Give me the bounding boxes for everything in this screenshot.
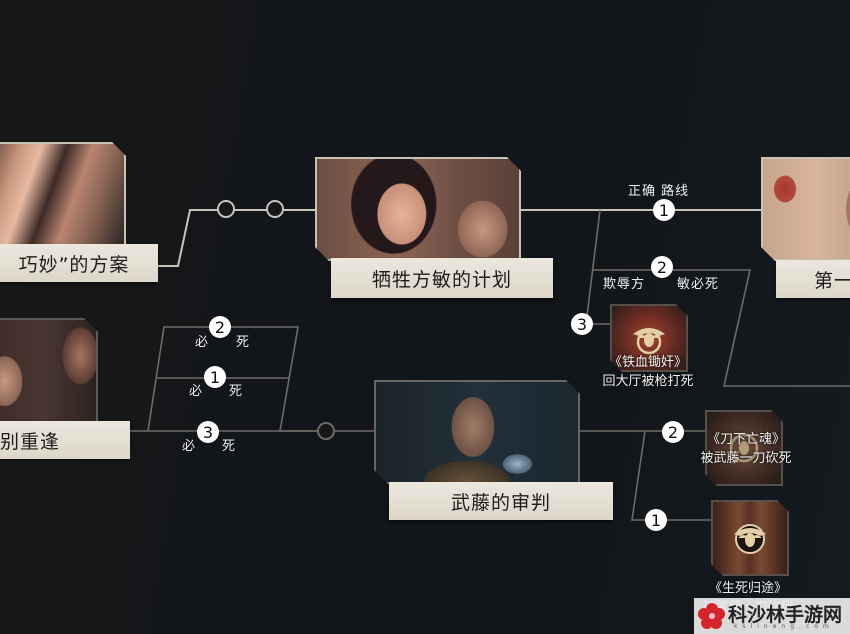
branch-label-must-left: 必 — [189, 384, 204, 399]
branch-label-die-right: 死 — [222, 439, 237, 454]
reunion-caption: 别重逢 — [0, 421, 130, 459]
ending-tiexue-title: 《铁血锄奸》 — [608, 355, 687, 370]
branch-label-die-right: 死 — [229, 384, 244, 399]
sacrifice-plan-caption: 牺牲方敏的计划 — [331, 258, 553, 298]
ending-daoxia-desc: 被武藤一刀砍死 — [700, 451, 792, 466]
ending-tiexue-desc: 回大厅被枪打死 — [602, 374, 694, 389]
branch-label-die-right: 死 — [236, 335, 251, 350]
branch-label-must-left: 必 — [182, 439, 197, 454]
reunion-thumbnail — [0, 318, 98, 424]
chapter-first-thumbnail — [761, 157, 850, 261]
branch-label-must-left: 必 — [195, 335, 210, 350]
branch-label-correct-route: 正确 路线 — [628, 184, 690, 199]
watermark-domain: kslineng.com — [734, 623, 834, 630]
choice-badge-1[interactable]: 1 — [653, 199, 675, 221]
choice-badge-1[interactable]: 1 — [204, 366, 226, 388]
sacrifice-plan-thumbnail — [315, 157, 521, 261]
spy-emblem-icon — [730, 518, 770, 558]
ending-shengsi-thumbnail — [711, 500, 789, 576]
spy-emblem-icon — [629, 318, 669, 358]
clever-plan-thumbnail — [0, 142, 126, 248]
choice-badge-2[interactable]: 2 — [209, 316, 231, 338]
spy-emblem-icon — [724, 428, 764, 468]
ending-daoxia-thumbnail — [705, 410, 783, 486]
ending-daoxia-title: 《刀下亡魂》 — [706, 432, 785, 447]
ending-tiexue-thumbnail — [610, 304, 688, 372]
choice-badge-1[interactable]: 1 — [645, 509, 667, 531]
branch-label-insult-right: 敏必死 — [677, 277, 720, 292]
branch-label-insult-left: 欺辱方 — [603, 277, 646, 292]
clever-plan-caption: 巧妙”的方案 — [0, 244, 158, 282]
choice-badge-3[interactable]: 3 — [571, 313, 593, 335]
choice-badge-2[interactable]: 2 — [662, 421, 684, 443]
flower-logo-icon — [698, 603, 725, 629]
site-watermark: 科沙林手游网 kslineng.com — [694, 598, 850, 634]
choice-badge-3[interactable]: 3 — [197, 421, 219, 443]
watermark-name: 科沙林手游网 — [728, 604, 843, 626]
wuteng-trial-caption: 武藤的审判 — [389, 482, 613, 520]
chapter-first-caption: 第一 — [776, 260, 850, 298]
wuteng-trial-thumbnail — [374, 380, 580, 484]
ending-shengsi-title: 《生死归途》 — [708, 581, 787, 596]
choice-badge-2[interactable]: 2 — [651, 256, 673, 278]
